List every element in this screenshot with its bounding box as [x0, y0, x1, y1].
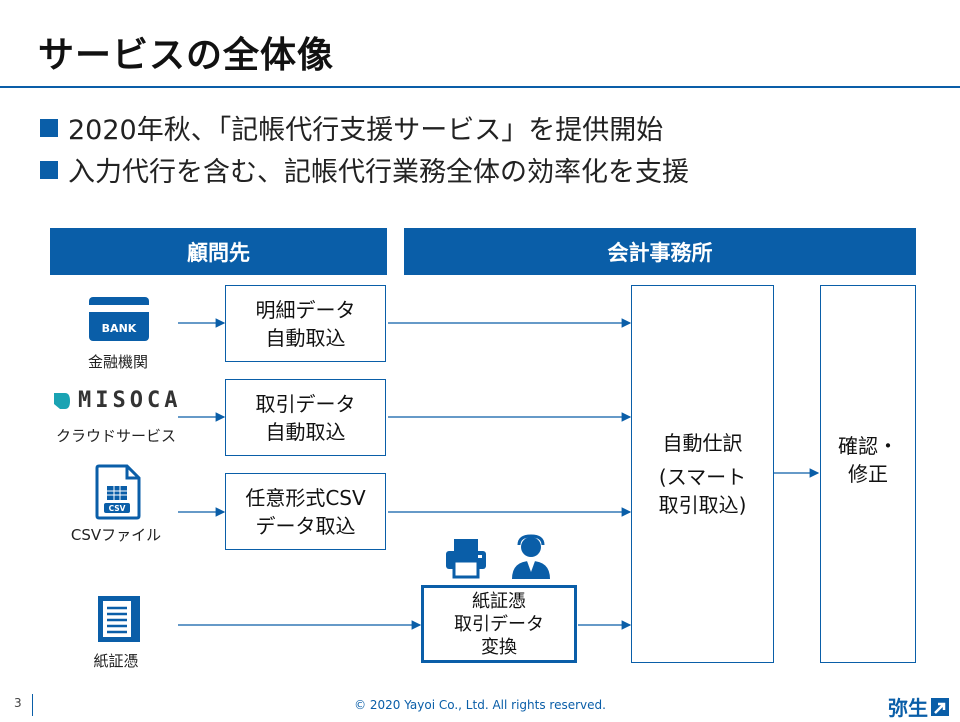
brand-name: 弥生: [888, 696, 928, 720]
copyright-text: © 2020 Yayoi Co., Ltd. All rights reserv…: [354, 698, 606, 712]
box-line: 明細データ: [255, 297, 356, 322]
box-line: 自動取込: [265, 419, 346, 444]
misoca-mark-icon: [54, 392, 70, 409]
brand-logo: 弥生: [888, 692, 949, 721]
csv-import-box: 任意形式CSV データ取込: [225, 473, 386, 550]
printer-icon: [446, 539, 486, 579]
box-line: 修正: [848, 462, 888, 486]
box-line: 取引取込): [658, 493, 747, 517]
page-title: サービスの全体像: [38, 35, 335, 76]
bullet-item: 入力代行を含む、記帳代行業務全体の効率化を支援: [40, 150, 689, 189]
client-header: 顧問先: [50, 228, 387, 275]
box-line: 取引データ: [255, 391, 356, 416]
detail-import-box: 明細データ自動取込: [225, 285, 386, 362]
brand-arrow-icon: [931, 697, 949, 716]
csv-badge-text: CSV: [109, 504, 126, 513]
csv-label: CSVファイル: [70, 526, 162, 544]
box-line: 自動仕訳: [662, 431, 743, 455]
box-line: 変換: [481, 636, 517, 658]
bank-badge-text: BANK: [102, 322, 137, 335]
bullet-text: 2020年秋、「記帳代行支援サービス」を提供開始: [68, 115, 664, 146]
paper-label: 紙証憑: [93, 652, 139, 670]
box-line: データ取込: [255, 513, 356, 538]
auto-journal-box: 自動仕訳 (スマート 取引取込): [631, 285, 774, 663]
box-line: 紙証憑: [472, 590, 526, 612]
footer-divider: [32, 694, 33, 716]
csv-file-icon: CSV: [95, 464, 141, 520]
box-line: (スマート: [658, 465, 747, 489]
confirm-edit-box: 確認・ 修正: [820, 285, 916, 663]
box-line: 任意形式CSV: [245, 485, 366, 510]
box-line: 確認・: [838, 434, 898, 458]
bank-card-icon: BANK: [89, 297, 149, 341]
box-line: 自動取込: [265, 325, 346, 350]
bank-label: 金融機関: [87, 353, 148, 371]
misoca-logo-text: MISOCA: [78, 388, 182, 413]
square-bullet-icon: [40, 160, 58, 179]
cloud-label: クラウドサービス: [55, 427, 176, 445]
square-bullet-icon: [40, 118, 58, 137]
office-header: 会計事務所: [404, 228, 916, 275]
title-divider: [0, 86, 960, 88]
paper-convert-box: 紙証憑 取引データ 変換: [421, 585, 577, 663]
misoca-logo: MISOCA: [52, 388, 181, 413]
page-number: 3: [14, 696, 22, 710]
person-operator-icon: [512, 534, 550, 579]
bullet-text: 入力代行を含む、記帳代行業務全体の効率化を支援: [68, 157, 689, 188]
bullet-item: 2020年秋、「記帳代行支援サービス」を提供開始: [40, 108, 663, 147]
box-line: 取引データ: [454, 613, 544, 635]
trade-import-box: 取引データ自動取込: [225, 379, 386, 456]
paper-document-icon: [98, 596, 140, 642]
